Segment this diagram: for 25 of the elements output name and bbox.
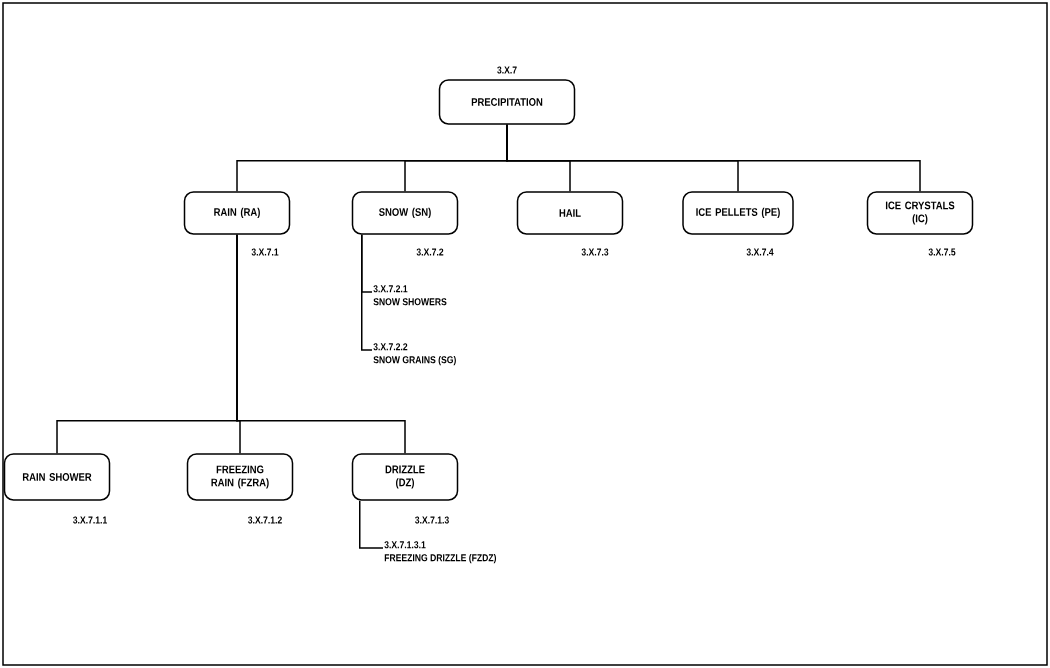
node-number: 3.X.7.1.3: [415, 516, 449, 524]
node-number: 3.X.7.1: [251, 248, 279, 256]
connector-line: [361, 234, 373, 351]
connector-line: [236, 234, 406, 454]
node-number: 3.X.7.1.1: [73, 516, 107, 524]
node-number: 3.X.7.5: [928, 248, 956, 256]
rounded-box: PRECIPITATION: [438, 79, 576, 125]
rounded-box: SNOW (SN): [351, 191, 459, 235]
connector-line: [506, 124, 921, 192]
item-label: 3.X.7.2.1 SNOW SHOWERS: [373, 285, 447, 306]
rounded-box: ICE PELLETS (PE): [682, 191, 794, 235]
rounded-box: HAIL: [516, 191, 624, 235]
item-label: 3.X.7.2.2 SNOW GRAINS (SG): [373, 343, 456, 366]
rounded-box: ICE CRYSTALS (IC): [866, 191, 974, 235]
rounded-box: FREEZING RAIN (FZRA): [186, 453, 294, 501]
node-number: 3.X.7.4: [746, 248, 774, 256]
node-number: 3.X.7.3: [581, 248, 609, 256]
node-number: 3.X.7.1.2: [248, 516, 282, 524]
node-number: 3.X.7.2: [416, 248, 444, 256]
rounded-box: RAIN (RA): [183, 191, 291, 235]
node-number: 3.X.7: [497, 66, 517, 74]
rounded-box: DRIZZLE (DZ): [351, 453, 459, 501]
rounded-box: RAIN SHOWER: [3, 453, 111, 501]
item-label: 3.X.7.1.3.1 FREEZING DRIZZLE (FZDZ): [384, 541, 497, 564]
connector-line: [359, 500, 384, 549]
